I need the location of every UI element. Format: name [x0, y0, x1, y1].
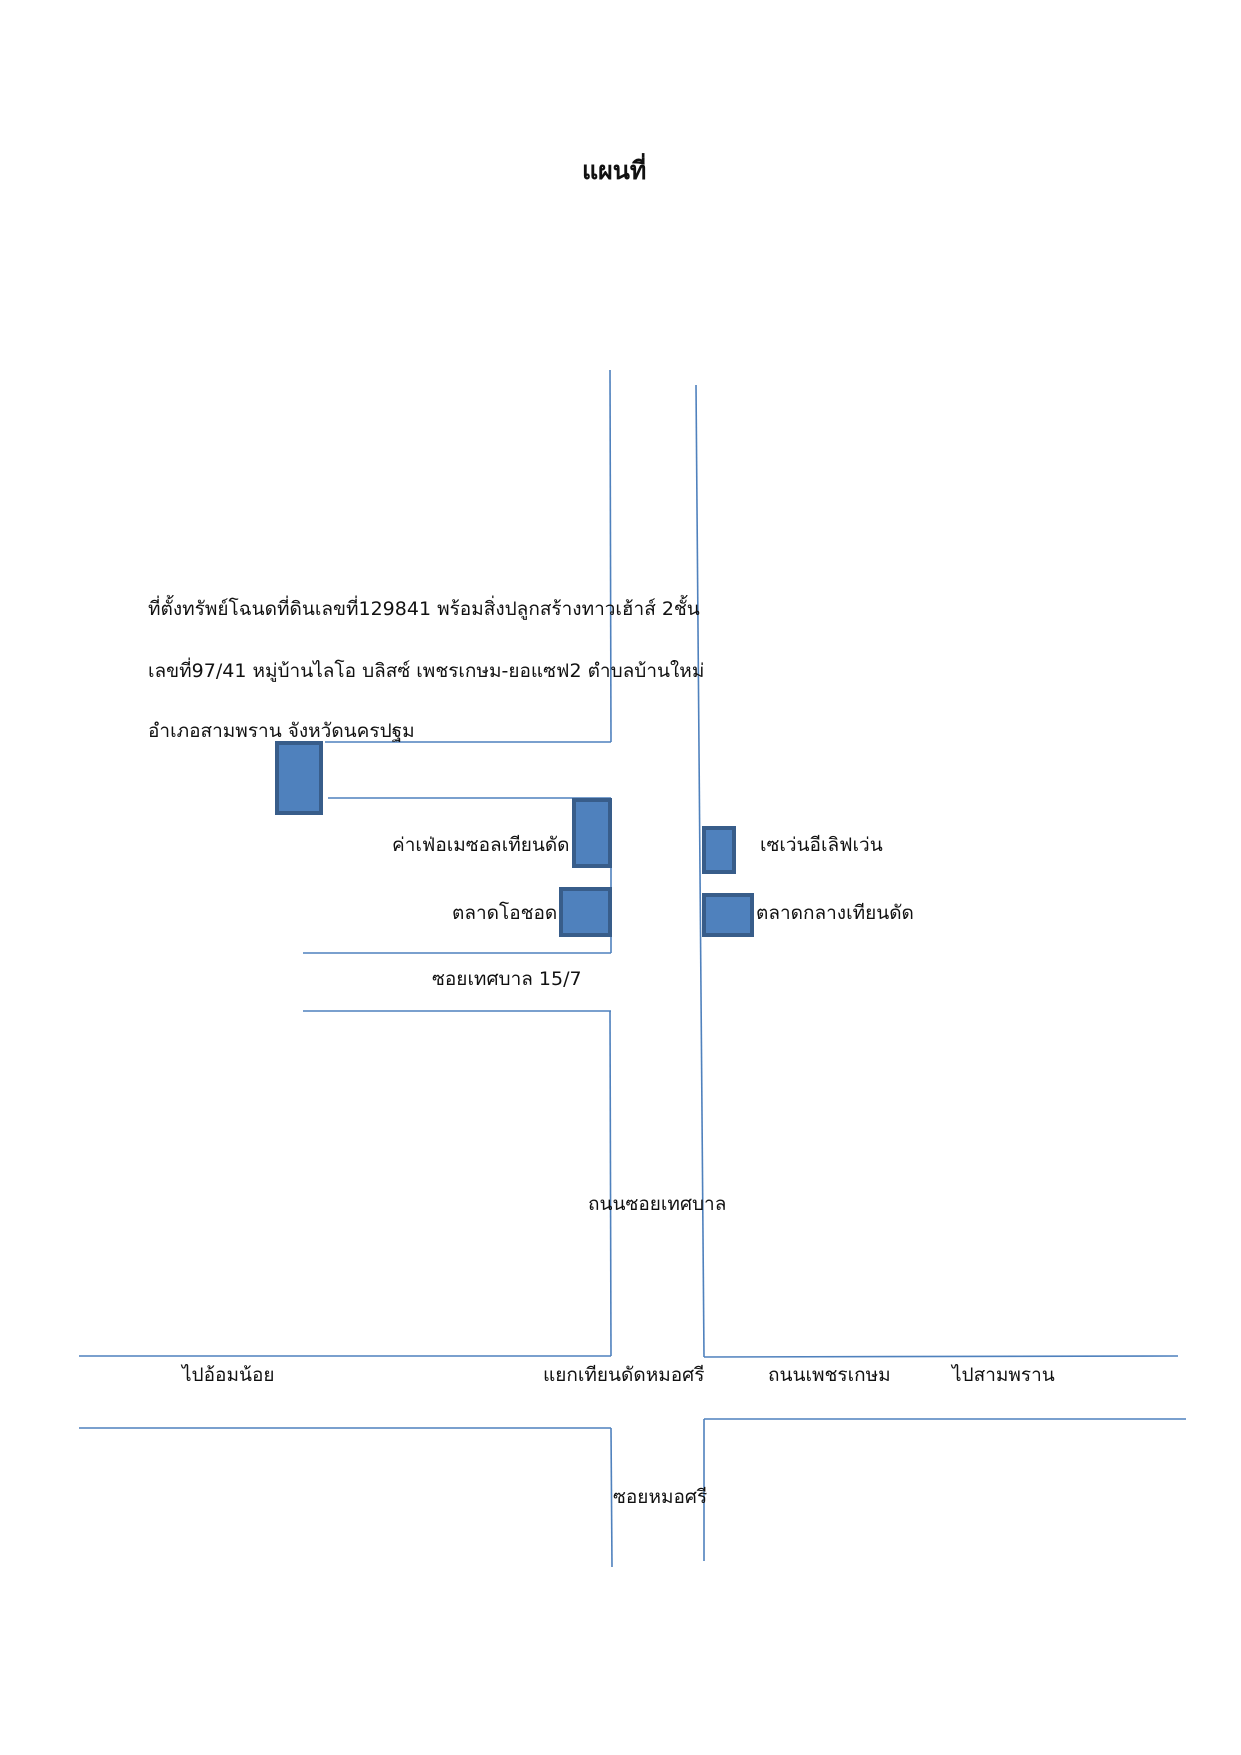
soi-tessaban-15-7-label: ซอยเทศบาล 15/7 — [432, 968, 582, 990]
ocod-market-label: ตลาดโอชอด — [452, 902, 558, 924]
to-sam-phran-label: ไปสามพราน — [952, 1364, 1055, 1386]
thanon-soi-tessaban-label: ถนนซอยเทศบาล — [588, 1193, 727, 1215]
soi-tessaban-west-edge-upper — [609, 369, 612, 743]
soi-mo-si-label: ซอยหมอศรี — [613, 1486, 708, 1508]
page-title: แผนที่ — [582, 156, 647, 185]
property-description-line1: ที่ตั้งทรัพย์โฉนดที่ดินเลขที่129841 พร้อ… — [148, 598, 700, 620]
tiandat-market-marker — [702, 893, 754, 937]
seven-eleven-marker — [702, 826, 736, 874]
thanon-phetkasem-label: ถนนเพชรเกษม — [768, 1364, 891, 1386]
intersection-label: แยกเทียนดัดหมอศรี — [543, 1364, 705, 1386]
tiandat-market-label: ตลาดกลางเทียนดัด — [756, 902, 914, 924]
property-description-line3: อำเภอสามพราน จังหวัดนครปฐม — [148, 720, 415, 742]
soi-tessaban-west-edge-lower — [609, 1010, 612, 1357]
soi-tessaban-east-edge — [695, 384, 705, 1358]
cafe-marker — [572, 798, 612, 868]
phetkasem-east-north-edge — [703, 1355, 1179, 1358]
cafe-label: ค่าเฟ่อเมซอลเทียนดัด — [392, 834, 570, 856]
soi-mo-si-west-edge — [610, 1427, 613, 1568]
property-description-line2: เลขที่97/41 หมู่บ้านไลโอ บลิสซ์ เพชรเกษม… — [148, 660, 705, 682]
ocod-market-marker — [559, 887, 612, 937]
property-marker — [275, 741, 323, 815]
seven-eleven-label: เซเว่นอีเลิฟเว่น — [760, 834, 883, 856]
to-om-noi-label: ไปอ้อมน้อย — [182, 1364, 275, 1386]
